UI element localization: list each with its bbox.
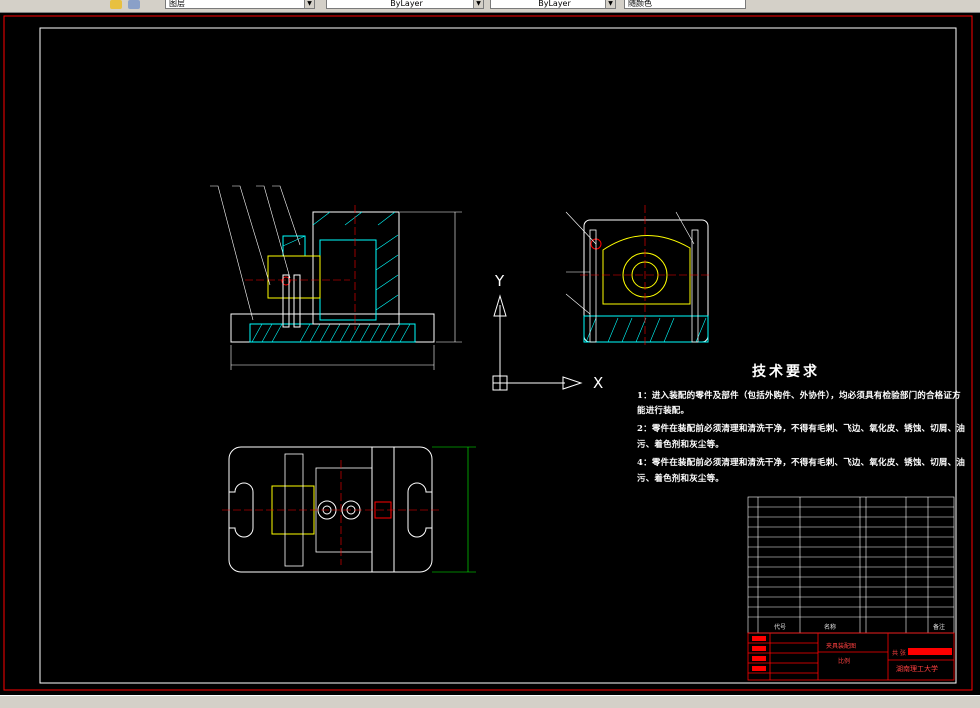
front-view [210,185,462,370]
linetype-combo[interactable]: ByLayer ▼ [490,0,616,9]
title-block [747,632,955,681]
tech-req-title: 技术要求 [752,364,820,380]
layer-state-icon[interactable] [110,0,122,9]
ucs-y-label: Y [495,272,505,290]
parts-col-remark: 备注 [933,624,946,631]
lineweight-combo[interactable]: 随颜色 [624,0,746,9]
color-combo[interactable]: ByLayer ▼ [326,0,484,9]
layer-previous-icon[interactable] [128,0,140,9]
sheet-inner-border [39,27,957,684]
chevron-down-icon[interactable]: ▼ [304,0,314,8]
title-block-fills [752,636,952,671]
status-bar [0,695,980,708]
chevron-down-icon[interactable]: ▼ [473,0,483,8]
top-view [222,446,476,573]
drawing-canvas[interactable] [0,12,980,695]
linetype-combo-value: ByLayer [538,0,571,8]
assembly-name: 夹具装配图 [826,643,857,650]
parts-list [747,496,955,634]
lineweight-combo-value: 随颜色 [628,0,652,8]
ucs-x-label: X [593,374,604,392]
tech-req-line: 污、着色剂和灰尘等。 [637,474,725,484]
properties-toolbar: 图层 ▼ ByLayer ▼ ByLayer ▼ 随颜色 [0,0,980,13]
tech-req-line: 1：进入装配的零件及部件（包括外购件、外协件），均必须具有检验部门的合格证方 [637,391,961,401]
parts-col-code: 代号 [774,624,787,631]
tech-req-line: 能进行装配。 [637,406,690,416]
side-view [565,205,712,345]
layer-combo-value: 图层 [169,0,185,8]
tech-req-line: 污、着色剂和灰尘等。 [637,440,725,450]
scale-label: 比例 [838,658,851,665]
chevron-down-icon[interactable]: ▼ [605,0,615,8]
sheet-count: 共 张 [892,650,906,657]
tech-req-line: 4：零件在装配前必须清理和清洗干净，不得有毛刺、飞边、氧化皮、锈蚀、切屑、油 [637,458,966,468]
tech-req-line: 2：零件在装配前必须清理和清洗干净，不得有毛刺、飞边、氧化皮、锈蚀、切屑、油 [637,424,966,434]
layer-combo[interactable]: 图层 ▼ [165,0,315,9]
company-name: 湖南理工大学 [896,665,938,673]
sheet-outer-frame [3,15,973,691]
ucs-icon [492,294,583,391]
parts-col-name: 名称 [824,624,837,631]
color-combo-value: ByLayer [390,0,423,8]
